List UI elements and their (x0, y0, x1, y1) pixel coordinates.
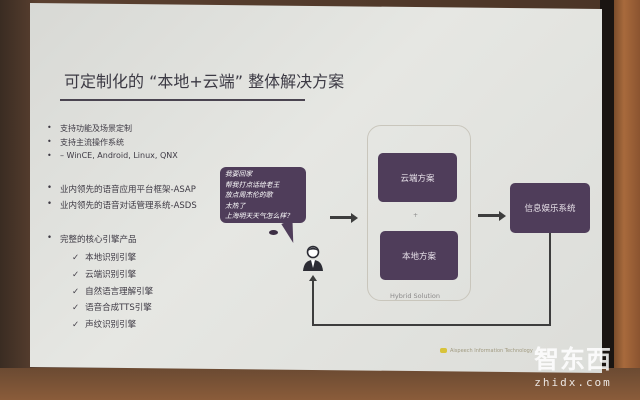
company-logo-icon (440, 348, 447, 353)
watermark-logo: 智东西 (534, 345, 613, 374)
infotainment-box: 信息娱乐系统 (510, 183, 590, 233)
arrow-right-icon (478, 210, 506, 221)
utterance: 帮我打点话给老王 (225, 180, 280, 189)
check-item: ✓ 声纹识别引擎 (72, 318, 136, 330)
feedback-line (312, 280, 314, 325)
bullet-item: – WinCE, Android, Linux, QNX (47, 151, 178, 160)
check-item-label: 自然语言理解引擎 (85, 287, 154, 297)
utterance: 太热了 (225, 201, 246, 210)
bullet-item: 支持主流操作系统 (47, 137, 124, 148)
plus-sign: + (413, 212, 419, 219)
hybrid-solution-group (367, 125, 471, 301)
cloud-solution-box: 云端方案 (378, 153, 457, 202)
room-wall (600, 0, 640, 400)
check-icon: ✓ (72, 270, 80, 280)
bullet-item: 业内领先的语音对话管理系统-ASDS (47, 199, 197, 211)
footer-text: Aispeech Information Technology (450, 348, 533, 354)
check-item: ✓ 自然语言理解引擎 (72, 285, 153, 297)
feedback-line (312, 324, 551, 326)
check-item: ✓ 语音合成TTS引擎 (72, 301, 152, 313)
check-icon: ✓ (72, 253, 80, 263)
check-item: ✓ 云端识别引擎 (72, 268, 136, 280)
watermark-url: zhidx.com (534, 376, 612, 389)
arrow-right-icon (330, 212, 358, 223)
local-solution-box: 本地方案 (380, 231, 458, 280)
arrow-up-icon (309, 275, 317, 281)
check-item-label: 语音合成TTS引擎 (85, 303, 152, 313)
utterance: 我要回家 (225, 170, 253, 178)
utterance: 上海明天天气怎么样？ (225, 212, 293, 220)
check-item-label: 本地识别引擎 (85, 253, 137, 263)
thought-dot (269, 230, 278, 235)
bullet-item: 业内领先的语音应用平台框架-ASAP (47, 183, 196, 195)
check-item-label: 声纹识别引擎 (85, 320, 137, 330)
check-icon: ✓ (72, 287, 80, 297)
speech-bubble: 我要回家 帮我打点话给老王 放点周杰伦的歌 太热了 上海明天天气怎么样？ (220, 167, 306, 223)
bullet-item: 完整的核心引擎产品 (47, 233, 136, 245)
feedback-line (549, 233, 551, 325)
watermark: 智东西 zhidx.com (534, 340, 612, 389)
check-item: ✓ 本地识别引擎 (72, 251, 136, 263)
slide-title: 可定制化的 “本地+云端” 整体解决方案 (64, 72, 345, 91)
slide-footer: Aispeech Information Technology (440, 348, 533, 354)
utterance: 放点周杰伦的歌 (225, 191, 273, 199)
bullet-item: 支持功能及场景定制 (47, 123, 132, 134)
hybrid-solution-label: Hybrid Solution (390, 292, 441, 300)
title-underline (60, 99, 305, 101)
person-icon (303, 245, 323, 271)
check-icon: ✓ (72, 303, 80, 313)
check-item-label: 云端识别引擎 (85, 270, 137, 280)
room-floor (0, 368, 640, 400)
check-icon: ✓ (72, 320, 80, 330)
